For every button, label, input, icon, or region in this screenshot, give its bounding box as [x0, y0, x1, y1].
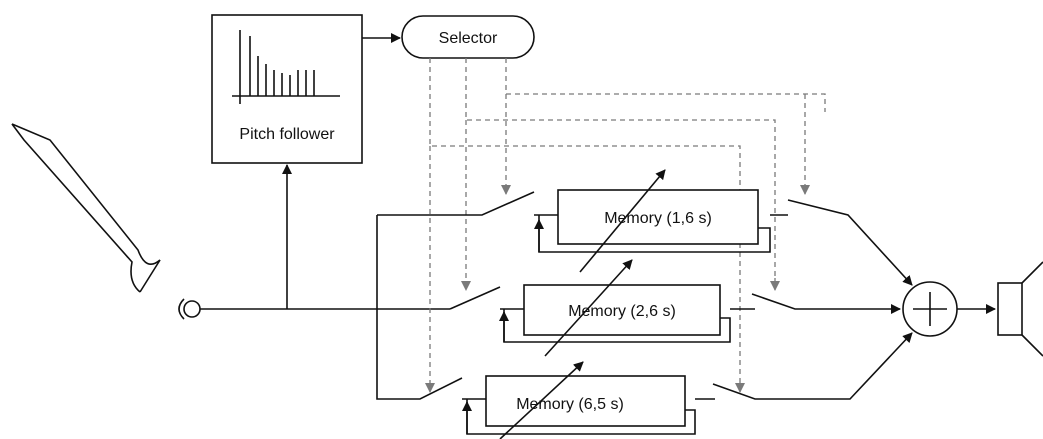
input-switches [376, 191, 558, 400]
microphone-icon [178, 298, 201, 320]
memory-3-label: Memory (6,5 s) [516, 396, 624, 413]
output-switches [695, 199, 913, 400]
loudspeaker-icon [997, 261, 1043, 357]
pitch-follower-label: Pitch follower [239, 126, 335, 143]
memory-block-2: Memory (2,6 s) [499, 259, 731, 357]
pitch-spectrum-icon [232, 30, 340, 104]
instrument-icon [11, 123, 161, 293]
summing-junction-icon [902, 281, 958, 337]
memory-2-label: Memory (2,6 s) [568, 303, 676, 320]
memory-block-3: Memory (6,5 s) [462, 361, 696, 439]
selector-label: Selector [439, 30, 498, 47]
memory-1-label: Memory (1,6 s) [604, 210, 712, 227]
pitch-follower-block: Pitch follower [211, 14, 363, 164]
selector-block: Selector [401, 15, 535, 59]
memory-block-1: Memory (1,6 s) [534, 169, 771, 273]
control-lines [425, 58, 826, 393]
